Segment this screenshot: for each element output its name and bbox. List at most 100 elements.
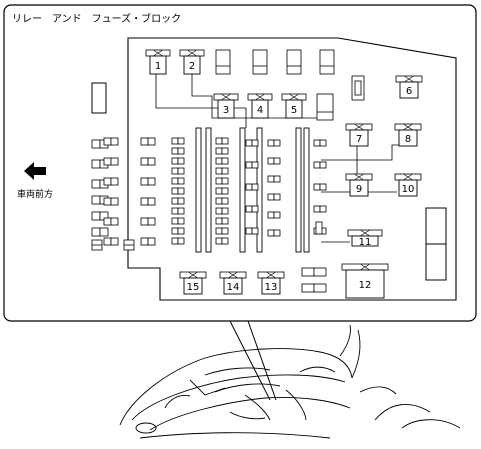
fuse	[245, 161, 259, 169]
fuse	[140, 137, 156, 146]
relay-body	[261, 277, 281, 295]
relay-12: 12	[341, 263, 389, 299]
cross-mark-icon	[354, 174, 364, 180]
cross-mark-icon	[354, 124, 364, 130]
cross-mark-icon	[404, 76, 414, 82]
direction-label: 車両前方	[17, 188, 53, 200]
relay-3: 3	[213, 93, 239, 119]
fuse	[171, 147, 185, 155]
fuse	[245, 183, 259, 191]
relay-body	[345, 269, 385, 299]
fuse	[103, 237, 119, 246]
fuse	[313, 139, 327, 147]
relay-14: 14	[219, 271, 247, 295]
relay-body	[149, 55, 167, 75]
car-illustration	[119, 324, 461, 439]
cross-mark-icon	[228, 272, 238, 278]
relay-15: 15	[179, 271, 207, 295]
relay-body	[349, 179, 369, 197]
fuse	[171, 157, 185, 165]
fuse	[140, 237, 156, 246]
fuse	[171, 197, 185, 205]
block-slot-left	[91, 82, 107, 114]
fuse	[245, 139, 259, 147]
relay-body	[285, 99, 303, 119]
fuse	[123, 239, 135, 251]
fuse	[267, 139, 281, 147]
fuse	[215, 167, 229, 175]
fuse	[103, 157, 119, 166]
relay-body	[399, 81, 419, 99]
cross-mark-icon	[403, 174, 413, 180]
fuse	[267, 229, 281, 237]
relay-body	[351, 235, 379, 247]
fuse	[140, 157, 156, 166]
relay-body	[398, 179, 418, 197]
relay-number: 8	[405, 134, 411, 145]
fuse	[171, 167, 185, 175]
relay-13: 13	[257, 271, 285, 295]
relay-2: 2	[179, 49, 205, 75]
fuse	[140, 217, 156, 226]
relay-number: 6	[406, 86, 412, 97]
relay-number: 13	[265, 282, 278, 293]
relay-1: 1	[145, 49, 171, 75]
left-arrow-icon	[24, 162, 46, 180]
cross-mark-icon	[187, 50, 197, 56]
fuse	[215, 237, 229, 245]
fuse	[140, 177, 156, 186]
relay-number: 4	[257, 105, 263, 116]
fuse	[313, 183, 327, 191]
fuse	[171, 137, 185, 145]
fuse	[267, 193, 281, 201]
fuse	[140, 197, 156, 206]
fuse	[267, 175, 281, 183]
fuse	[215, 177, 229, 185]
empty-relay-slots	[215, 49, 365, 293]
fuse	[215, 197, 229, 205]
relay-body	[217, 99, 235, 119]
fuse	[215, 217, 229, 225]
relay-number: 7	[356, 134, 362, 145]
fuse	[313, 205, 327, 213]
fuse	[103, 197, 119, 206]
relay-number: 1	[155, 61, 161, 72]
fuse	[171, 187, 185, 195]
cross-mark-icon	[360, 230, 370, 236]
fuse	[313, 161, 327, 169]
cross-mark-icon	[360, 264, 370, 270]
relay-body	[349, 129, 369, 147]
fuse	[171, 217, 185, 225]
fuse	[171, 237, 185, 245]
fuse	[215, 227, 229, 235]
fuse	[91, 227, 109, 237]
fuse	[171, 207, 185, 215]
fuse	[171, 227, 185, 235]
relay-body	[183, 277, 203, 295]
fuse	[103, 137, 119, 146]
relay-number: 14	[227, 282, 240, 293]
fuse	[91, 239, 103, 251]
relay-body	[223, 277, 243, 295]
fuse	[103, 177, 119, 186]
relay-8: 8	[394, 123, 422, 147]
relay-number: 5	[291, 105, 297, 116]
relay-number: 3	[223, 105, 229, 116]
fuse	[245, 205, 259, 213]
relay-body	[251, 99, 269, 119]
fuse	[171, 177, 185, 185]
cross-mark-icon	[221, 94, 231, 100]
fuse	[267, 157, 281, 165]
fuse-grid	[91, 137, 327, 251]
relay-10: 10	[394, 173, 422, 197]
relay-7: 7	[345, 123, 373, 147]
cross-mark-icon	[255, 94, 265, 100]
relay-number: 2	[189, 61, 195, 72]
relay-number: 9	[356, 184, 362, 195]
relay-5: 5	[281, 93, 307, 119]
fuse	[215, 157, 229, 165]
fuse	[103, 217, 119, 226]
bus-bars	[195, 127, 310, 253]
relay-body	[183, 55, 201, 75]
